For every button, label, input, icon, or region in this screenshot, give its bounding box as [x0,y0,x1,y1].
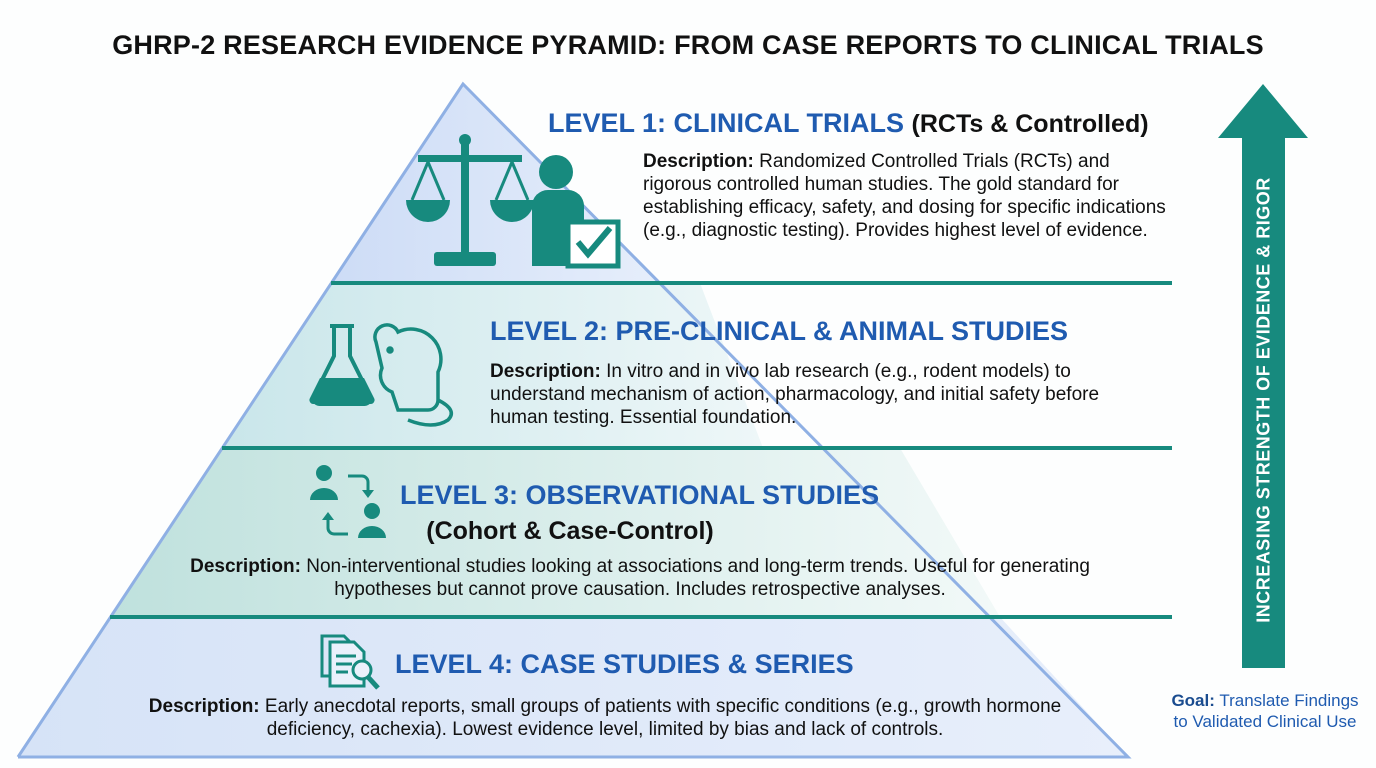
level-4-heading: LEVEL 4: CASE STUDIES & SERIES [395,649,854,679]
people-exchange-icon [310,465,386,538]
band-level-2 [222,283,763,448]
level-1-heading: LEVEL 1: CLINICAL TRIALS (RCTs & Control… [548,108,1149,139]
goal-text: Translate Findings to Validated Clinical… [1173,691,1359,731]
checkbox-icon [565,219,621,269]
level-4-description: Description: Early anecdotal reports, sm… [130,695,1080,741]
level-1-subtitle: (RCTs & Controlled) [911,110,1149,138]
goal-note: Goal: Translate Findings to Validated Cl… [1170,690,1360,732]
pyramid-outline [16,81,1132,759]
level-3-description: Description: Non-interventional studies … [190,555,1090,601]
description-label: Description: [148,696,260,717]
description-label: Description: [643,151,754,172]
arrow-label: INCREASING STRENGTH OF EVIDENCE & RIGOR [1253,177,1274,623]
level-2-heading: LEVEL 2: PRE-CLINICAL & ANIMAL STUDIES [490,316,1069,346]
increasing-strength-arrow [1218,84,1308,668]
level-1-description: Description: Randomized Controlled Trial… [643,150,1173,242]
level-2-description: Description: In vitro and in vivo lab re… [490,360,1160,429]
band-level-4 [18,617,1128,757]
level-1-title: LEVEL 1: CLINICAL TRIALS [548,108,905,138]
page-title: GHRP-2 RESEARCH EVIDENCE PYRAMID: FROM C… [112,30,1264,60]
description-label: Description: [490,361,601,382]
level-3-subheading: (Cohort & Case-Control) [400,515,740,546]
band-level-3 [110,448,1000,617]
flask-icon [309,324,375,406]
document-search-icon [320,634,380,690]
scales-icon [406,134,534,266]
description-text: Early anecdotal reports, small groups of… [264,696,1062,740]
level-3-heading: LEVEL 3: OBSERVATIONAL STUDIES [400,480,880,510]
description-text: In vitro and in vivo lab research (e.g.,… [490,361,1100,428]
description-label: Description: [190,556,301,577]
level-3-subtitle: (Cohort & Case-Control) [426,517,714,545]
mouse-icon [373,323,454,427]
description-text: Randomized Controlled Trials (RCTs) and … [643,151,1166,241]
description-text: Non-interventional studies looking at as… [306,556,1090,600]
goal-label: Goal: [1171,691,1215,710]
